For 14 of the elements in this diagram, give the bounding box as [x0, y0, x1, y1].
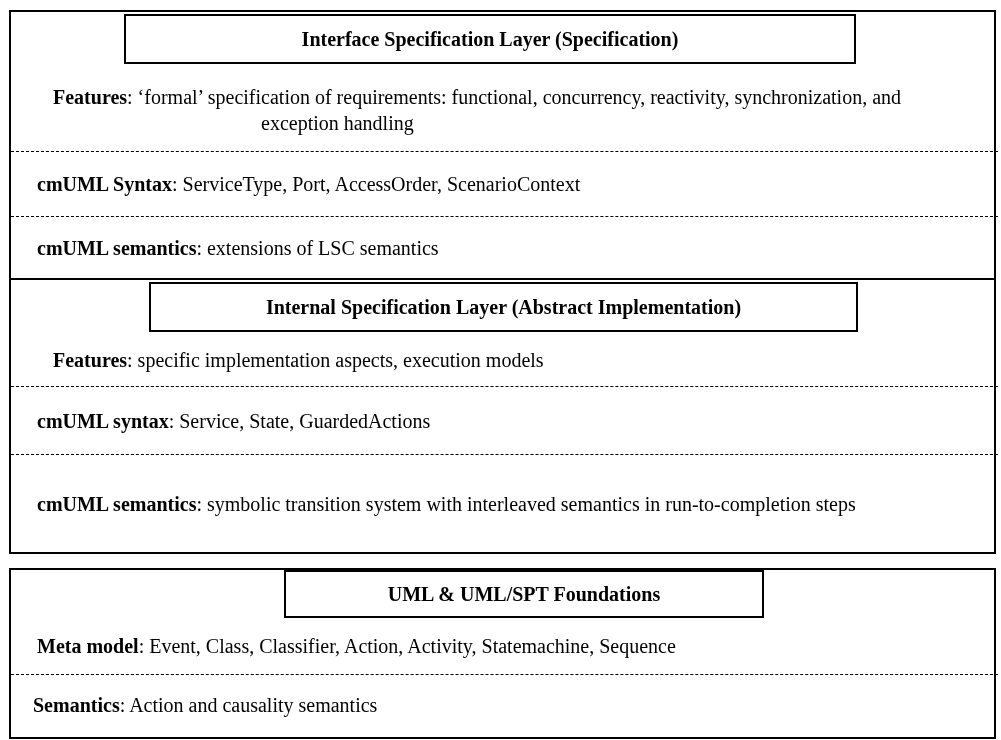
specification-text: Features: specific implementation aspects, execution models — [52, 348, 544, 373]
layer-title: UML & UML/SPT Foundations — [284, 570, 764, 618]
specification-text: Features: ‘formal’ specification of requirements: functional, concurrency, reactivity, synchronization, and exception handling — [52, 84, 903, 136]
specification-text: cmUML semantics: extensions of LSC semantics — [36, 235, 439, 261]
layer-title: Internal Specification Layer (Abstract Implementation) — [149, 282, 858, 332]
specification-text: cmUML Syntax: ServiceType, Port, AccessOrder, ScenarioContext — [36, 172, 581, 197]
specification-text: cmUML semantics: symbolic transition system with interleaved semantics in run-to-completion steps — [36, 491, 856, 517]
layer-panel — [9, 10, 996, 280]
layer-panel — [9, 278, 996, 554]
specification-text: cmUML syntax: Service, State, GuardedActions — [36, 408, 431, 434]
layer-title: Interface Specification Layer (Specification) — [124, 14, 856, 64]
specification-text: Meta model: Event, Class, Classifier, Action, Activity, Statemachine, Sequence — [36, 634, 676, 659]
layer-panel — [9, 568, 996, 739]
specification-text: Semantics: Action and causality semantics — [32, 693, 378, 718]
